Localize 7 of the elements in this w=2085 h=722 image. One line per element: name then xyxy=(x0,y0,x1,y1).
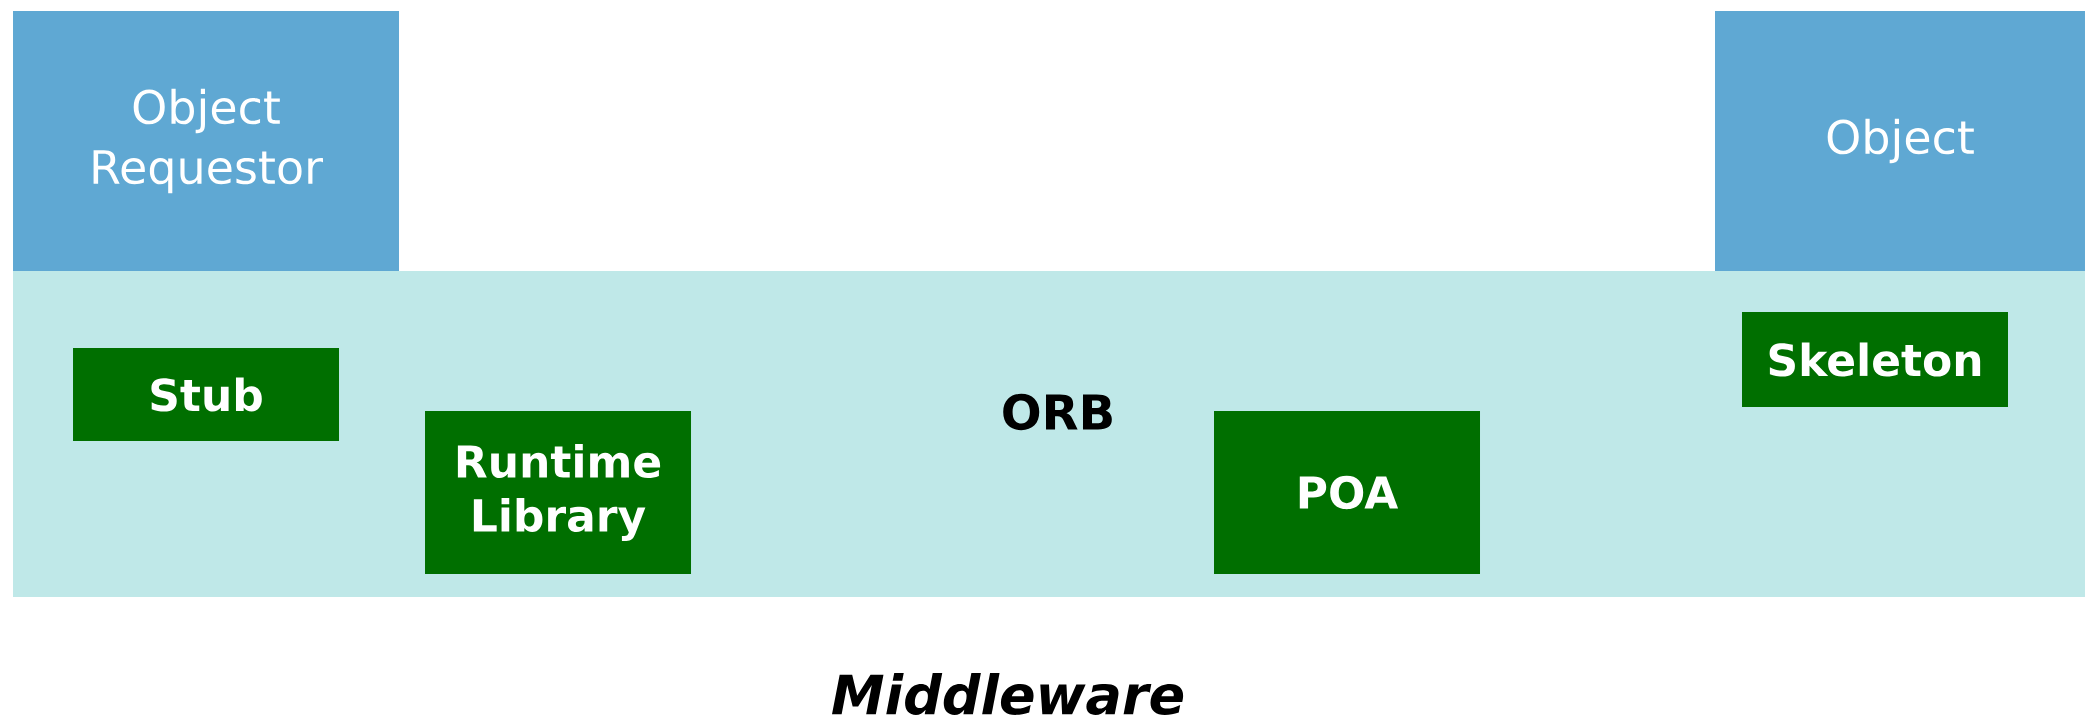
component-box: POA xyxy=(1214,411,1480,574)
object-box: Object xyxy=(1715,11,2085,271)
component-box: Skeleton xyxy=(1742,312,2008,407)
component-box: Stub xyxy=(73,348,339,441)
object-box: Object Requestor xyxy=(13,11,399,271)
caption: Middleware xyxy=(832,673,1184,715)
component-box: Runtime Library xyxy=(425,411,691,574)
